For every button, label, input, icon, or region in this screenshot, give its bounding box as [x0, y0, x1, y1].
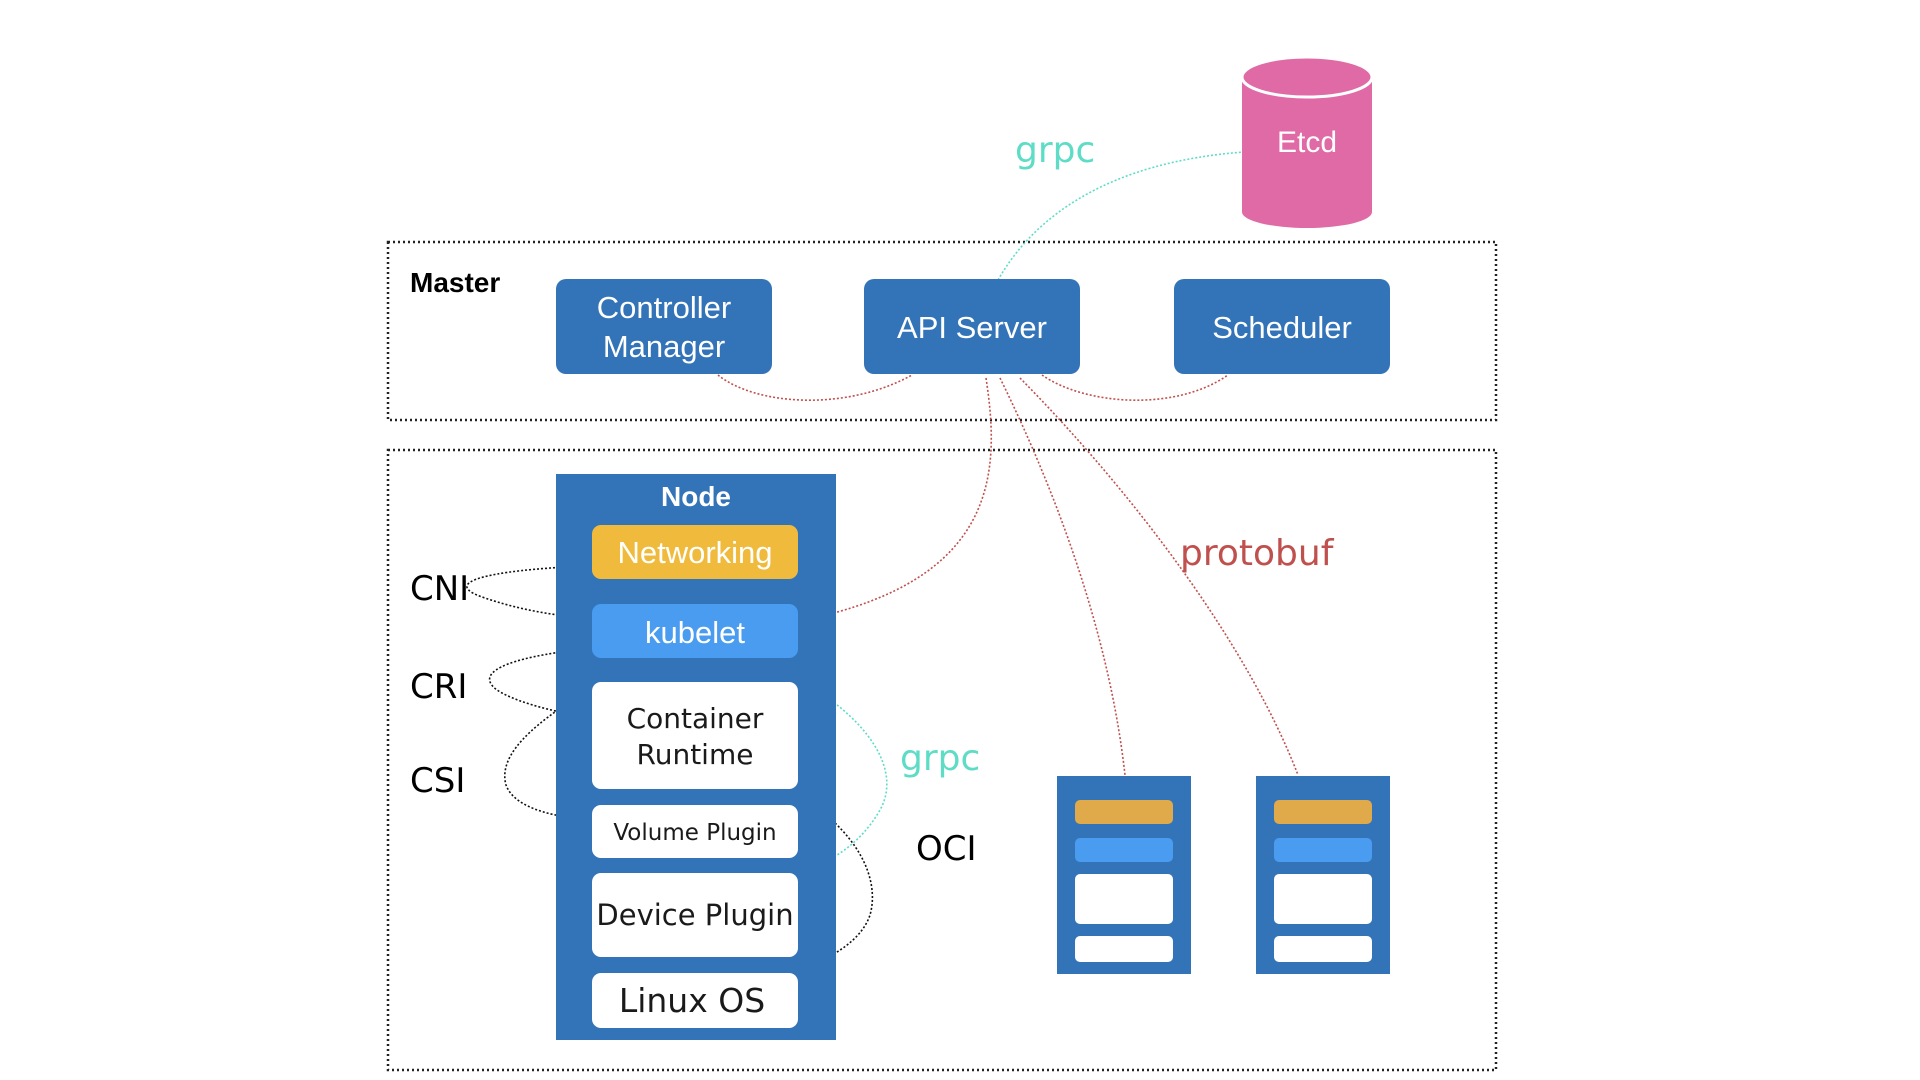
connector-cni-loop	[466, 565, 596, 619]
cri-label: CRI	[410, 667, 467, 707]
api-server-box[interactable]: API Server	[864, 279, 1080, 374]
scheduler-box[interactable]: Scheduler	[1174, 279, 1390, 374]
etcd-cylinder-top	[1240, 55, 1374, 99]
cni-label: CNI	[410, 569, 469, 609]
connector-apiserver-scheduler	[1041, 374, 1229, 401]
container-runtime-label-line1: Container	[627, 702, 764, 735]
container-runtime-box[interactable]: Container Runtime	[592, 682, 798, 789]
oci-label: OCI	[916, 829, 977, 869]
etcd-label: Etcd	[1277, 126, 1337, 159]
grpc-label-top: grpc	[1015, 130, 1095, 171]
api-server-label: API Server	[897, 310, 1047, 345]
connector-apiserver-worker2	[1019, 377, 1299, 776]
device-plugin-box[interactable]: Device Plugin	[592, 873, 798, 957]
kubelet-label: kubelet	[645, 615, 745, 650]
worker-node-1[interactable]	[1057, 776, 1191, 974]
controller-manager-label-line1: Controller	[597, 290, 731, 325]
master-region	[386, 240, 1498, 422]
csi-label: CSI	[410, 761, 465, 801]
grpc-label-node: grpc	[900, 738, 980, 779]
device-plugin-label: Device Plugin	[596, 898, 793, 932]
connector-apiserver-etcd	[997, 151, 1245, 281]
kubelet-box[interactable]: kubelet	[592, 604, 798, 658]
node-title: Node	[661, 481, 731, 512]
connector-apiserver-worker1	[999, 377, 1126, 776]
volume-plugin-box[interactable]: Volume Plugin	[592, 805, 798, 858]
master-title: Master	[410, 267, 500, 298]
networking-box[interactable]: Networking	[592, 525, 798, 579]
protobuf-label: protobuf	[1180, 533, 1335, 574]
controller-manager-box[interactable]: Controller Manager	[556, 279, 772, 374]
worker-node-1-networking-bar	[1075, 800, 1173, 824]
etcd-database[interactable]: Etcd	[1240, 55, 1374, 228]
networking-label: Networking	[617, 535, 772, 570]
worker-node-2-networking-bar	[1274, 800, 1372, 824]
worker-node-2-kubelet-bar	[1274, 838, 1372, 862]
worker-node-2-runtime-block	[1274, 874, 1372, 924]
controller-manager-label-line2: Manager	[603, 329, 725, 364]
worker-node-2[interactable]	[1256, 776, 1390, 974]
worker-node-1-os-block	[1075, 936, 1173, 962]
volume-plugin-label: Volume Plugin	[613, 820, 776, 846]
worker-node-1-kubelet-bar	[1075, 838, 1173, 862]
node-region	[386, 448, 1498, 1072]
scheduler-label: Scheduler	[1212, 310, 1352, 345]
worker-node-1-runtime-block	[1075, 874, 1173, 924]
worker-node-2-os-block	[1274, 936, 1372, 962]
container-runtime-label-line2: Runtime	[637, 738, 754, 771]
linux-os-box[interactable]: Linux OS	[592, 973, 798, 1028]
etcd-cylinder-body	[1242, 77, 1372, 228]
connector-controller-apiserver	[717, 374, 913, 401]
connector-apiserver-kubelet	[803, 377, 993, 621]
linux-os-label: Linux OS	[619, 981, 765, 1020]
